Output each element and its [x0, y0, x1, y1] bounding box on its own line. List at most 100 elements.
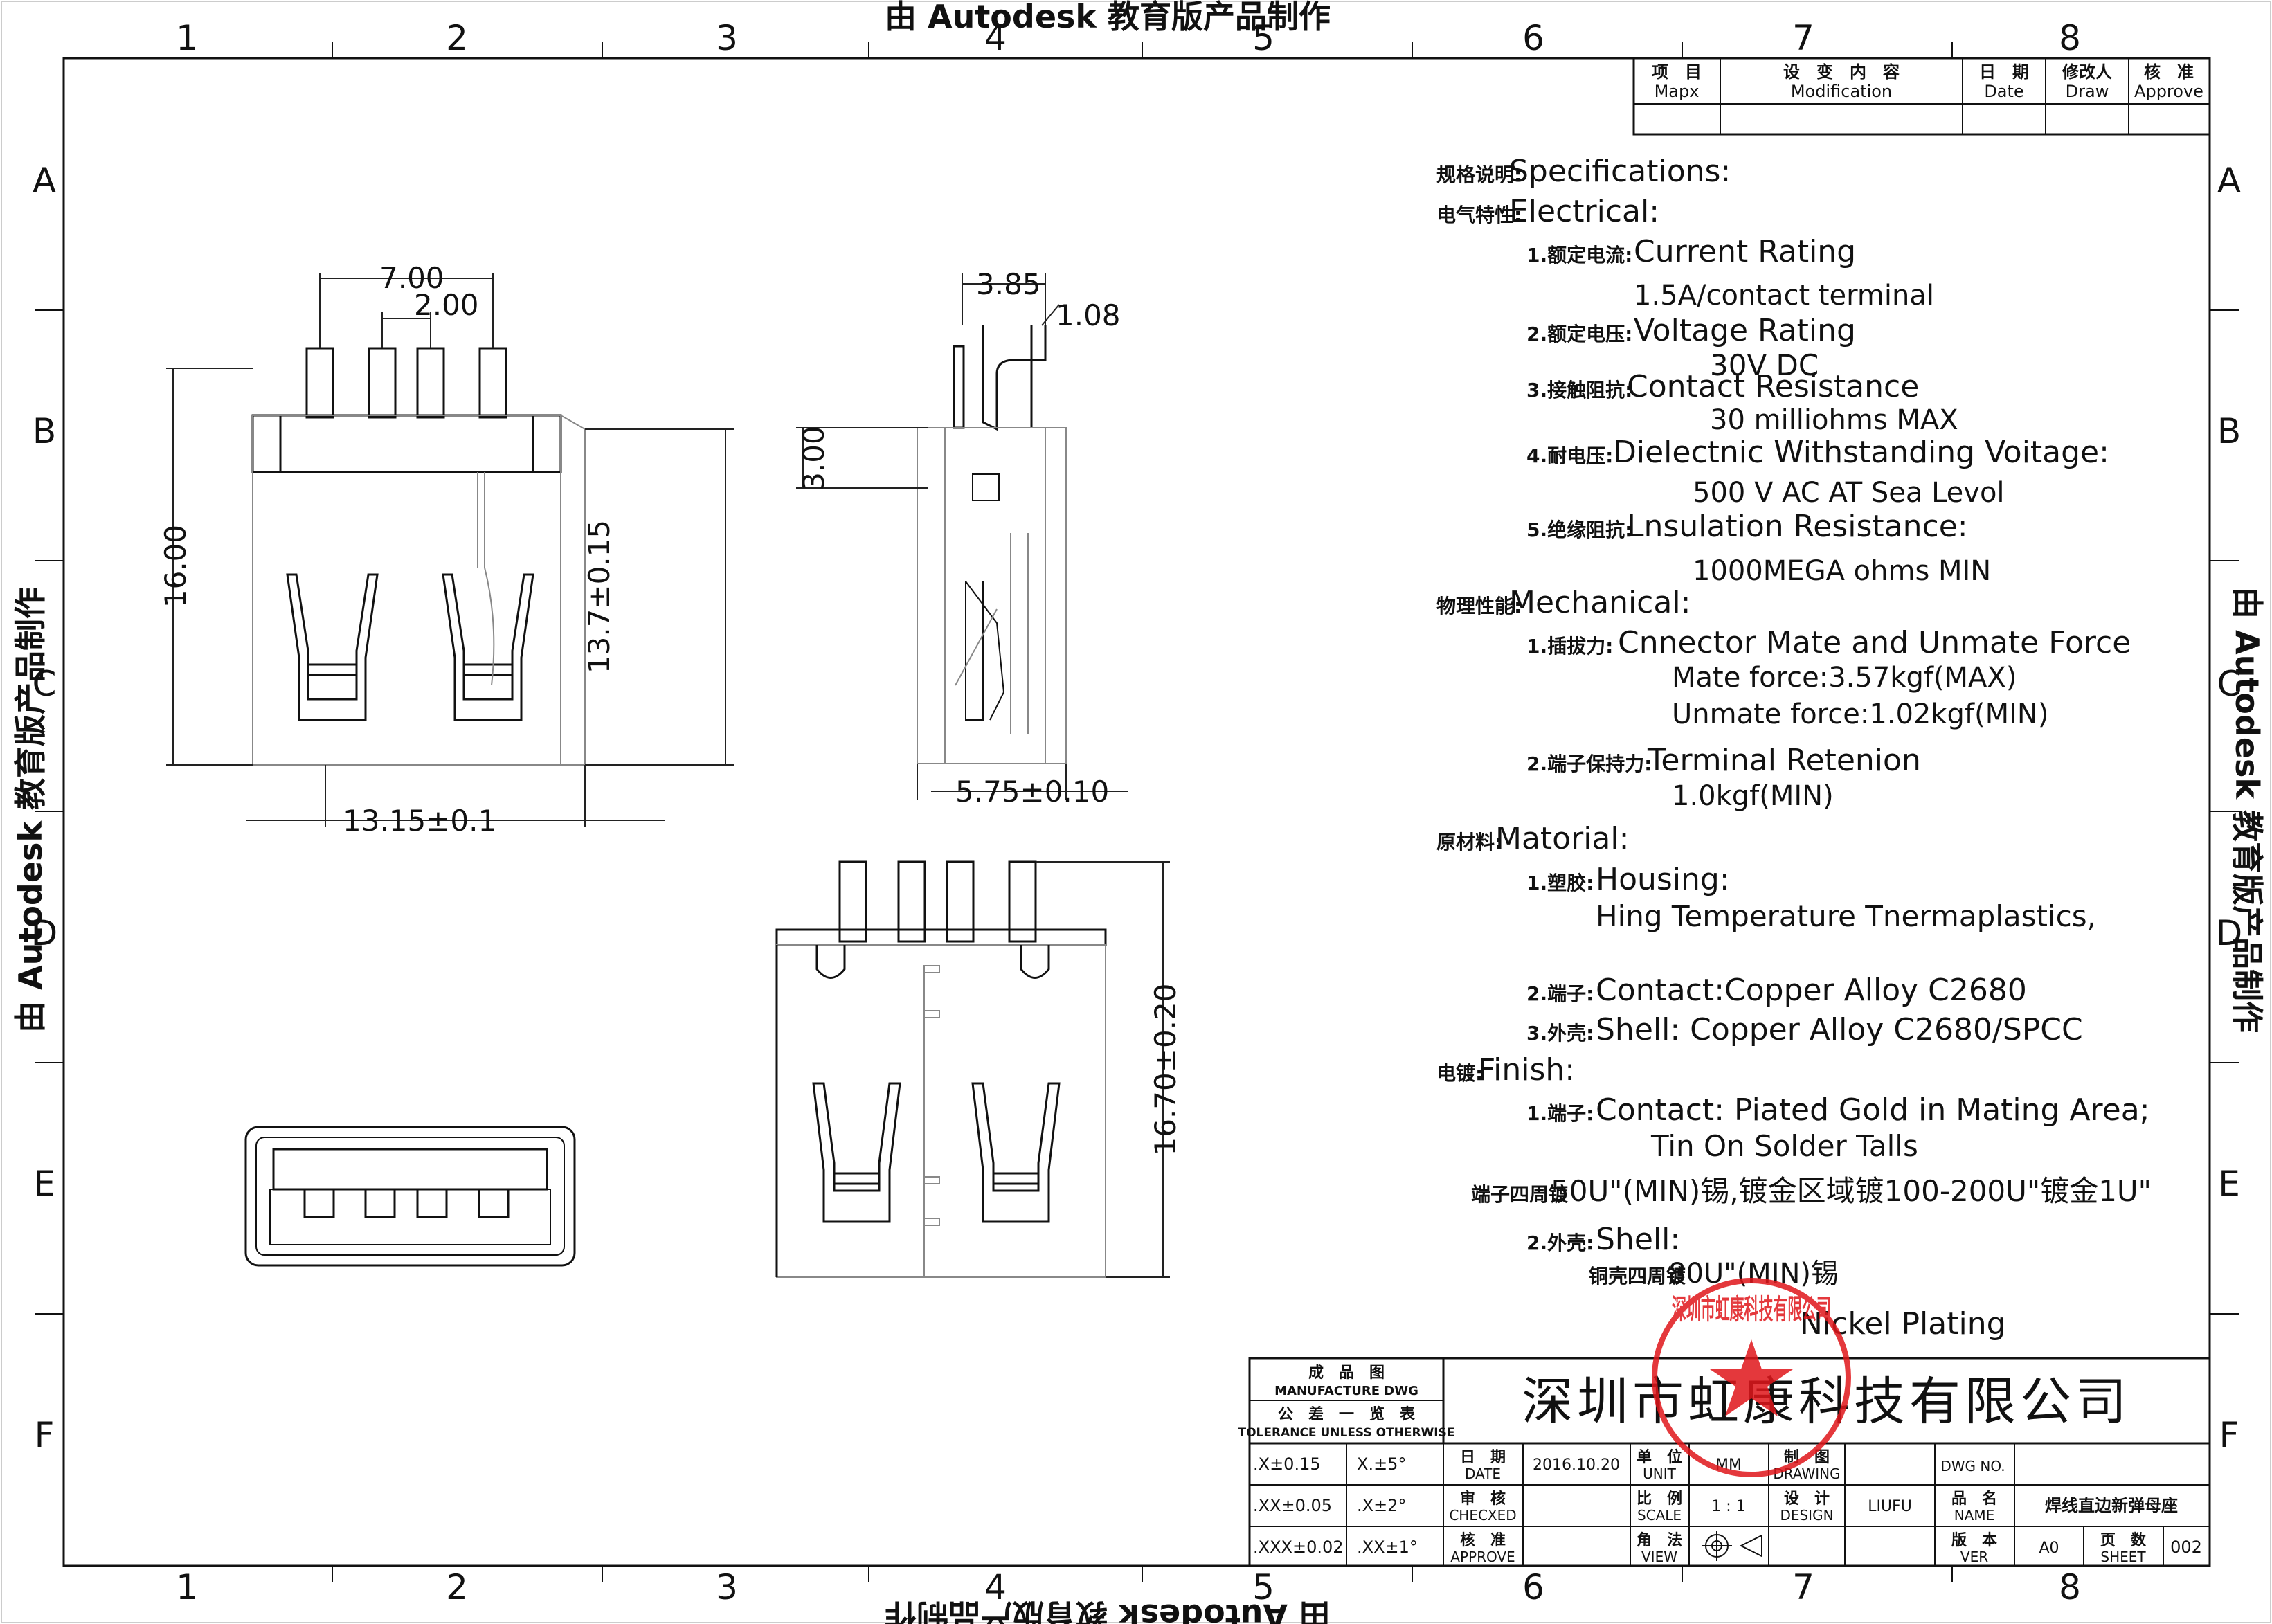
rev-mod-en: Modification — [1791, 82, 1892, 101]
rev-item-label: 项 目 — [1652, 62, 1702, 82]
spec-line: Cnnector Mate and Unmate Force — [1618, 625, 2131, 660]
top-view-dim-labels: 7.00 2.00 16.00 13.7±0.15 13.15±0.1 — [159, 261, 616, 838]
spec-cn-label: 原材料: — [1436, 831, 1502, 854]
tb-approve-cn: 核 准 — [1460, 1531, 1506, 1549]
spec-cn-label: 1.端子: — [1526, 1102, 1594, 1125]
rev-mod-label: 设 变 内 容 — [1783, 62, 1900, 82]
specifications-block: 规格说明:Specifications:电气特性:Electrical:1.额定… — [1436, 154, 2152, 1342]
spec-line: 500 V AC AT Sea Levol — [1693, 477, 2005, 509]
spec-cn-label: 3.接触阻抗: — [1526, 379, 1632, 402]
dim-height-tol: 13.7±0.15 — [582, 520, 616, 674]
tb-tol-ang-2: .XX±1° — [1357, 1537, 1418, 1557]
col-label: 4 — [984, 1567, 1007, 1607]
tb-name-val: 焊线直边新弹母座 — [2045, 1496, 2178, 1515]
col-label: 1 — [176, 1567, 198, 1607]
rev-item-en: Mapx — [1655, 82, 1700, 101]
row-label: C — [2217, 664, 2242, 704]
tb-view-cn: 角 法 — [1637, 1531, 1682, 1549]
spec-line: Shell: — [1596, 1222, 1680, 1257]
col-label: 5 — [1252, 18, 1274, 58]
spec-line: 1.0kgf(MIN) — [1672, 780, 1834, 812]
watermark-bottom: 由 Autodesk 教育版产品制作 — [885, 1597, 1331, 1624]
tb-dwgno: DWG NO. — [1940, 1458, 2005, 1474]
seal-text: 深圳市虹康科技有限公司 — [1672, 1294, 1831, 1326]
tb-design-cn: 设 计 — [1784, 1490, 1830, 1508]
col-label: 2 — [446, 18, 468, 58]
grid-col-labels-top: 1 2 3 4 5 6 7 8 — [176, 18, 2081, 58]
dim-side-small: 1.08 — [1056, 298, 1121, 332]
col-label: 2 — [446, 1567, 468, 1607]
spec-line: Mechanical: — [1509, 585, 1691, 620]
front-view — [775, 860, 1107, 1278]
spec-line: Contact:Copper Alloy C2680 — [1596, 973, 2027, 1008]
row-label: A — [2217, 161, 2241, 201]
spec-cn-label: 3.外壳: — [1526, 1022, 1594, 1045]
tb-design-val: LIUFU — [1868, 1498, 1912, 1515]
spec-line: 30V DC — [1710, 348, 1819, 382]
dim-pin-pitch: 2.00 — [414, 288, 479, 322]
top-view — [251, 347, 586, 766]
spec-line: Voltage Rating — [1634, 313, 1856, 348]
tb-scale-val: 1 : 1 — [1711, 1498, 1745, 1515]
row-label: B — [33, 411, 56, 451]
spec-line: Finish: — [1478, 1052, 1575, 1088]
tb-tol-lin-0: .X±0.15 — [1253, 1454, 1321, 1474]
title-block: 成 品 图 MANUFACTURE DWG 公 差 一 览 表 TOLERANC… — [1238, 1357, 2211, 1567]
tb-design-en: DESIGN — [1780, 1507, 1833, 1524]
tb-unit-en: UNIT — [1643, 1465, 1676, 1482]
spec-line: Contact Resistance — [1627, 369, 1919, 404]
col-label: 3 — [716, 18, 738, 58]
spec-cn-label: 5.绝缘阻抗: — [1526, 518, 1632, 541]
tb-tol-ang-1: .X±2° — [1357, 1496, 1406, 1515]
rev-approve-label: 核 准 — [2144, 62, 2194, 82]
tb-sheet-cn: 页 数 — [2100, 1531, 2147, 1549]
grid-row-labels-left: A B C D E F — [31, 161, 58, 1455]
tb-checked-cn: 审 核 — [1460, 1490, 1506, 1508]
spec-line: Terminal Retenion — [1647, 743, 1921, 778]
grid-col-labels-bottom: 1 2 3 4 5 6 7 8 — [176, 1567, 2081, 1607]
spec-line: 30 milliohms MAX — [1710, 404, 1958, 436]
grid-row-labels-right: A B C D E F — [2216, 161, 2243, 1455]
rev-draw-en: Draw — [2066, 82, 2109, 101]
row-label: F — [35, 1415, 55, 1455]
spec-line: 80U"(MIN)锡 — [1668, 1258, 1839, 1290]
tb-view-en: VIEW — [1641, 1549, 1677, 1565]
col-label: 7 — [1792, 18, 1814, 58]
row-label: A — [33, 161, 56, 201]
revision-table: 项 目 Mapx 设 变 内 容 Modification 日 期 Date 修… — [1632, 57, 2211, 136]
spec-cn-label: 2.外壳: — [1526, 1231, 1594, 1254]
rev-draw-label: 修改人 — [2062, 62, 2112, 82]
spec-line: Contact: Piated Gold in Mating Area; — [1596, 1092, 2150, 1128]
col-label: 8 — [2059, 18, 2081, 58]
tb-tol-lin-1: .XX±0.05 — [1253, 1496, 1332, 1515]
col-label: 8 — [2059, 1567, 2081, 1607]
spec-cn-label: 电镀: — [1436, 1062, 1483, 1085]
rev-date-label: 日 期 — [1979, 62, 2029, 82]
rev-date-en: Date — [1984, 82, 2023, 101]
side-view-dims — [796, 273, 1128, 800]
tb-sheet-en: SHEET — [2100, 1549, 2146, 1565]
side-view-dim-labels: 3.85 1.08 3.00 5.75±0.10 — [797, 267, 1121, 809]
row-label: D — [31, 913, 58, 953]
company-seal-stamp: 深圳市虹康科技有限公司 — [1652, 1278, 1851, 1477]
spec-line: Mate force:3.57kgf(MAX) — [1672, 662, 2017, 694]
tb-tol-cn: 公 差 一 览 表 — [1278, 1405, 1416, 1423]
spec-line: Unmate force:1.02kgf(MIN) — [1672, 698, 2048, 730]
row-label: E — [33, 1164, 55, 1204]
spec-cn-label: 铜壳四周镀 — [1589, 1265, 1686, 1288]
spec-cn-label: 2.端子保持力: — [1526, 752, 1652, 775]
dim-side-pin: 3.00 — [797, 426, 831, 491]
watermark-right: 由 Autodesk 教育版产品制作 — [2228, 587, 2266, 1033]
col-label: 4 — [984, 18, 1007, 58]
spec-line: Dielectnic Withstanding Voitage: — [1613, 435, 2109, 470]
spec-cn-label: 规格说明: — [1436, 163, 1522, 186]
plug-face-view — [244, 1126, 576, 1267]
dim-body-height: 16.00 — [159, 525, 192, 608]
tb-ver-en: VER — [1960, 1549, 1988, 1565]
dim-side-top: 3.85 — [976, 267, 1041, 301]
spec-cn-label: 端子四周镀 — [1471, 1183, 1569, 1206]
tb-scale-cn: 比 例 — [1637, 1490, 1682, 1508]
front-view-dims — [1036, 861, 1170, 1278]
